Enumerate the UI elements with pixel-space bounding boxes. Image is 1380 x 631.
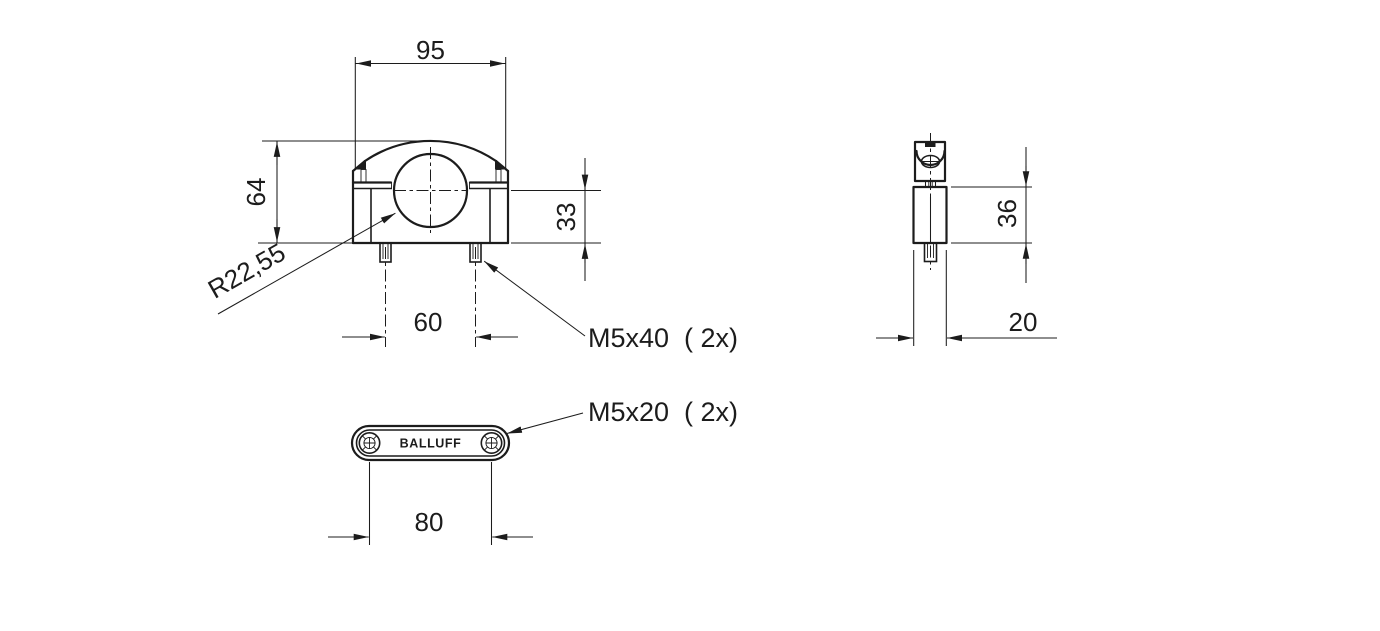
stud-right-thread — [472, 243, 479, 259]
extension-line — [913, 250, 947, 346]
radius-callout-text: R22,55 — [203, 237, 291, 304]
screw-callout-text: M5x20 ( 2x) — [588, 397, 738, 427]
dim-20-value: 20 — [1009, 307, 1038, 337]
screw-cross — [484, 435, 499, 451]
screw-head-inner — [485, 436, 498, 450]
dim-80: 80 — [328, 462, 533, 545]
side-clamp-outline — [912, 133, 948, 270]
plate-screw-left — [358, 431, 381, 454]
side-stud-thread — [927, 243, 934, 258]
dim-64-value: 64 — [241, 178, 271, 207]
clamp-right-chamfer — [494, 159, 510, 173]
dim-36-value: 36 — [992, 199, 1022, 228]
stud-left-body — [379, 242, 392, 263]
dim-33-value: 33 — [551, 203, 581, 232]
dim-95-value: 95 — [416, 35, 445, 65]
dim-80-value: 80 — [415, 507, 444, 537]
extension-line — [258, 140, 429, 244]
plate-outer-outline — [350, 424, 511, 462]
dim-95: 95 — [354, 35, 507, 169]
clamp-left-chamfer — [351, 159, 367, 173]
front-view: 95 64 33 60 R22,55 — [203, 35, 738, 353]
bottom-view: BALLUFF 80 M5x20 ( 2x) — [328, 397, 738, 545]
extension-line — [368, 462, 493, 545]
screw-slot-right — [495, 169, 502, 183]
clamp-arch — [363, 139, 498, 163]
callout-r22-55: R22,55 — [203, 212, 396, 315]
dim-64: 64 — [241, 140, 429, 244]
dim-36: 36 — [951, 147, 1032, 283]
stud-left — [379, 242, 392, 263]
screw-cross — [362, 435, 377, 451]
extension-line — [951, 186, 1032, 244]
callout-m5x20: M5x20 ( 2x) — [506, 397, 738, 435]
screw-head-outer — [358, 431, 381, 454]
extension-line — [354, 57, 507, 169]
extension-line — [511, 189, 601, 244]
screw-slot-left — [360, 169, 367, 183]
plate-inner-outline — [355, 429, 506, 457]
dim-60: 60 — [342, 307, 518, 341]
screw-callout-text: M5x40 ( 2x) — [588, 323, 738, 353]
callout-m5x40: M5x40 ( 2x) — [483, 260, 738, 353]
slot-mark-right — [495, 160, 505, 170]
screw-head-inner — [363, 436, 376, 450]
slot-mark-left — [356, 160, 366, 170]
plate-screw-right — [480, 431, 503, 454]
screw-head-outer — [480, 431, 503, 454]
stud-left-thread — [382, 243, 389, 259]
leader-line — [217, 212, 396, 315]
leader-line — [483, 260, 586, 337]
leader-line — [506, 412, 584, 435]
stud-right — [469, 242, 482, 263]
side-view: 36 20 — [876, 133, 1057, 346]
balluff-logo-text: BALLUFF — [400, 437, 462, 451]
dim-33: 33 — [511, 158, 601, 281]
dim-60-value: 60 — [414, 307, 443, 337]
stud-right-body — [469, 242, 482, 263]
dim-20: 20 — [876, 250, 1057, 346]
